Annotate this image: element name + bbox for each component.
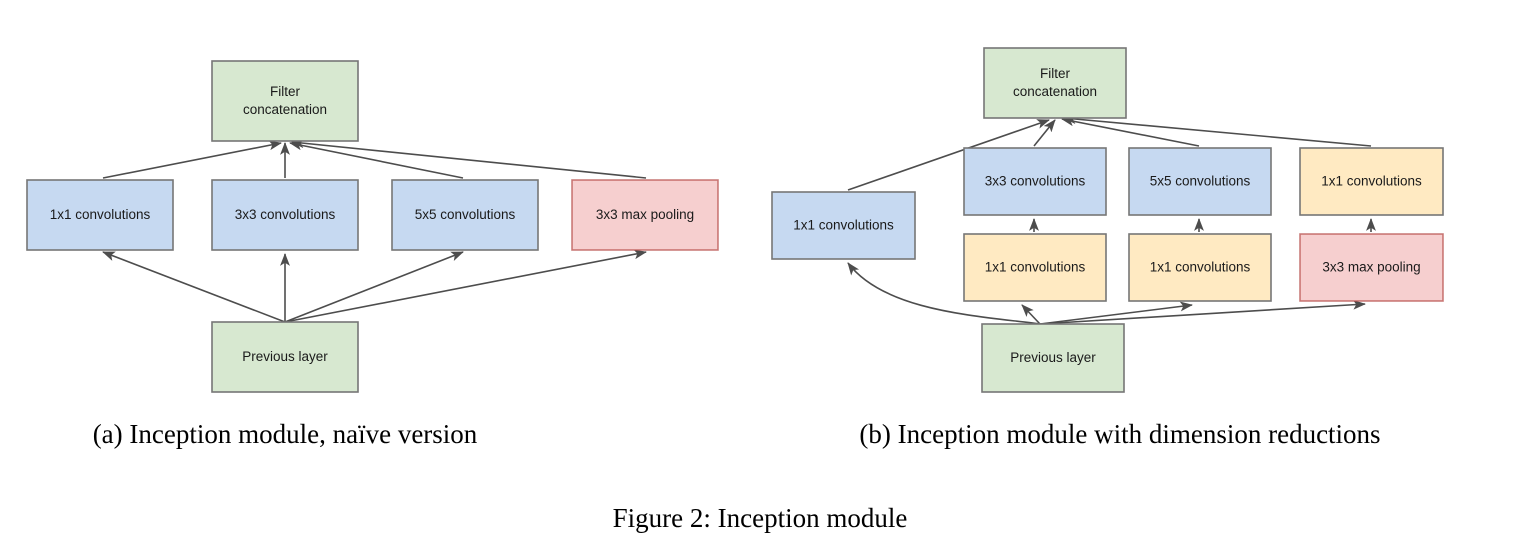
node-conv-1x1-pool-projection[interactable]: 1x1 convolutions <box>1299 147 1444 216</box>
conv-1x1-reduce-5x5-box[interactable] <box>1128 233 1272 302</box>
edge-previous-to-conv1x1-left <box>847 262 1041 325</box>
node-conv-1x1-reduce-3x3[interactable]: 1x1 convolutions <box>963 233 1107 302</box>
conv-3x3-box[interactable] <box>963 147 1107 216</box>
edge-conv3x3-to-concat <box>1033 119 1056 147</box>
maxpool-3x3-box[interactable] <box>571 179 719 251</box>
conv-1x1-pool-projection-label: 1x1 convolutions <box>1321 173 1422 188</box>
conv-1x1-reduce-3x3-label: 1x1 convolutions <box>985 259 1086 274</box>
panel-a-caption: (a) Inception module, naïve version <box>93 419 478 449</box>
previous-layer-label: Previous layer <box>242 349 328 364</box>
conv-5x5-label: 5x5 convolutions <box>415 207 516 222</box>
conv-3x3-box[interactable] <box>211 179 359 251</box>
maxpool-3x3-label: 3x3 max pooling <box>596 207 694 222</box>
node-conv-5x5[interactable]: 5x5 convolutions <box>1128 147 1272 216</box>
previous-layer-box[interactable] <box>211 321 359 393</box>
conv-1x1-label: 1x1 convolutions <box>50 207 151 222</box>
filter-concatenation-box[interactable] <box>983 47 1127 119</box>
node-maxpool-3x3[interactable]: 3x3 max pooling <box>571 179 719 251</box>
edge-previous-to-reduce3x3 <box>1021 304 1041 325</box>
edge-conv1x1-left-to-concat <box>847 119 1050 191</box>
edge-previous-to-maxpool <box>284 249 647 323</box>
node-previous-layer[interactable]: Previous layer <box>981 323 1125 393</box>
node-conv-1x1[interactable]: 1x1 convolutions <box>26 179 174 251</box>
maxpool-3x3-label: 3x3 max pooling <box>1322 259 1420 274</box>
filter-concatenation-box[interactable] <box>211 60 359 142</box>
node-maxpool-3x3[interactable]: 3x3 max pooling <box>1299 233 1444 302</box>
node-conv-1x1-left[interactable]: 1x1 convolutions <box>771 191 916 260</box>
panel-b-caption: (b) Inception module with dimension redu… <box>859 419 1380 449</box>
conv-1x1-left-box[interactable] <box>771 191 916 260</box>
conv-1x1-box[interactable] <box>26 179 174 251</box>
edge-previous-to-maxpool <box>1039 299 1366 325</box>
conv-1x1-reduce-3x3-box[interactable] <box>963 233 1107 302</box>
node-previous-layer[interactable]: Previous layer <box>211 321 359 393</box>
previous-layer-label: Previous layer <box>1010 350 1096 365</box>
conv-1x1-left-label: 1x1 convolutions <box>793 217 894 232</box>
conv-5x5-box[interactable] <box>1128 147 1272 216</box>
edge-previous-to-conv1x1 <box>102 251 286 323</box>
edge-poolproj-to-concat <box>1063 114 1372 147</box>
conv-3x3-label: 3x3 convolutions <box>235 207 336 222</box>
previous-layer-box[interactable] <box>981 323 1125 393</box>
node-conv-3x3[interactable]: 3x3 convolutions <box>963 147 1107 216</box>
conv-3x3-label: 3x3 convolutions <box>985 173 1086 188</box>
node-conv-3x3[interactable]: 3x3 convolutions <box>211 179 359 251</box>
conv-5x5-label: 5x5 convolutions <box>1150 173 1251 188</box>
edge-conv5x5-to-concat <box>289 140 464 179</box>
node-conv-1x1-reduce-5x5[interactable]: 1x1 convolutions <box>1128 233 1272 302</box>
conv-5x5-box[interactable] <box>391 179 539 251</box>
edge-conv1x1-to-concat <box>102 140 282 179</box>
node-conv-5x5[interactable]: 5x5 convolutions <box>391 179 539 251</box>
conv-1x1-reduce-5x5-label: 1x1 convolutions <box>1150 259 1251 274</box>
figure-caption: Figure 2: Inception module <box>613 503 908 533</box>
edge-maxpool-to-concat <box>291 138 647 179</box>
maxpool-3x3-box[interactable] <box>1299 233 1444 302</box>
conv-1x1-pool-projection-box[interactable] <box>1299 147 1444 216</box>
edge-conv5x5-to-concat <box>1061 116 1200 147</box>
edge-previous-to-conv5x5 <box>284 251 464 323</box>
edge-previous-to-reduce5x5 <box>1039 301 1193 325</box>
